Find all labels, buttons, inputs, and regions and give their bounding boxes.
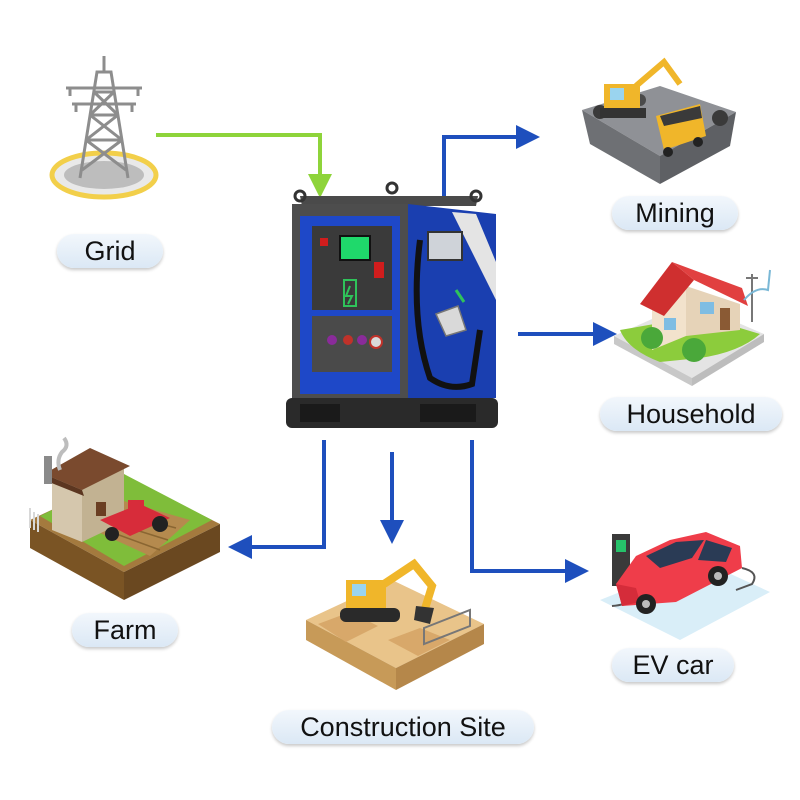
arrow-grid-to-station: [156, 133, 332, 198]
label-ev-car: EV car: [612, 648, 734, 682]
construction-excavator-icon: [306, 558, 484, 690]
farm-icon: [29, 436, 220, 600]
label-household: Household: [600, 397, 782, 431]
arrow-station-to-mining: [442, 125, 540, 196]
ev-car-icon: [600, 532, 770, 640]
house-icon: [614, 262, 771, 386]
power-tower-icon: [49, 56, 159, 200]
arrow-station-to-farm: [228, 440, 326, 559]
arrow-station-to-ev: [470, 440, 589, 583]
mining-excavator-icon: [582, 57, 736, 184]
label-mining: Mining: [612, 196, 738, 230]
label-grid: Grid: [57, 234, 163, 268]
label-farm: Farm: [72, 613, 178, 647]
label-construction-site: Construction Site: [272, 710, 534, 744]
charging-station-icon: [286, 181, 498, 428]
